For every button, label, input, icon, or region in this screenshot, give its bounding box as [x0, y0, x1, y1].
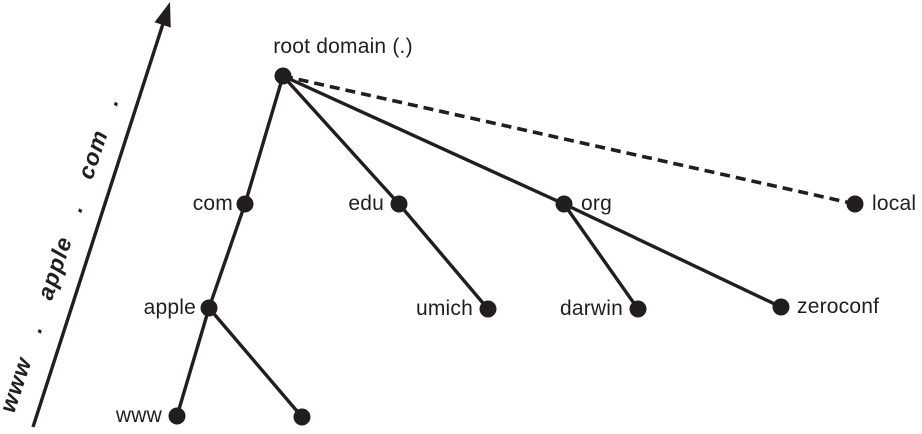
node-label-zeroconf: zeroconf: [797, 295, 880, 318]
node-dot-zeroconf: [772, 298, 790, 316]
node-dot-unnamed: [293, 408, 311, 426]
fqdn-arrow-head-icon: [154, 2, 171, 28]
node-dot-apple: [200, 299, 218, 317]
node-dot-umich: [479, 300, 497, 318]
edge-root-local: [282, 74, 856, 206]
tree-edges-group: [175, 74, 856, 419]
fqdn-arrow-group: [31, 2, 171, 428]
node-label-apple: apple: [143, 296, 196, 319]
node-label-www: www: [115, 404, 162, 427]
edge-com-apple: [207, 203, 247, 309]
edge-edu-umich: [397, 202, 490, 311]
node-label-edu: edu: [348, 192, 384, 215]
node-dot-org: [555, 195, 573, 213]
edge-root-com: [243, 75, 285, 205]
edge-root-org: [282, 74, 565, 206]
node-label-org: org: [581, 192, 612, 215]
node-label-umich: umich: [415, 297, 473, 320]
node-label-darwin: darwin: [559, 297, 623, 320]
node-dot-root: [274, 67, 292, 85]
node-dot-local: [846, 195, 864, 213]
edge-apple-unnamed: [207, 306, 304, 419]
node-dot-darwin: [629, 300, 647, 318]
node-label-local: local: [872, 192, 917, 215]
edge-org-zeroconf: [563, 202, 782, 309]
node-label-root-domain: root domain (.): [273, 35, 413, 58]
node-dot-www: [168, 407, 186, 425]
fqdn-path-label: www . apple . com .: [0, 93, 124, 415]
fqdn-arrow-shaft: [31, 20, 166, 428]
edge-org-darwin: [562, 203, 640, 310]
node-dot-com: [236, 195, 254, 213]
edge-apple-www: [175, 307, 211, 417]
node-label-com: com: [192, 192, 233, 215]
tree-nodes-group: [168, 67, 864, 426]
edge-root-edu: [281, 74, 401, 206]
node-dot-edu: [390, 195, 408, 213]
